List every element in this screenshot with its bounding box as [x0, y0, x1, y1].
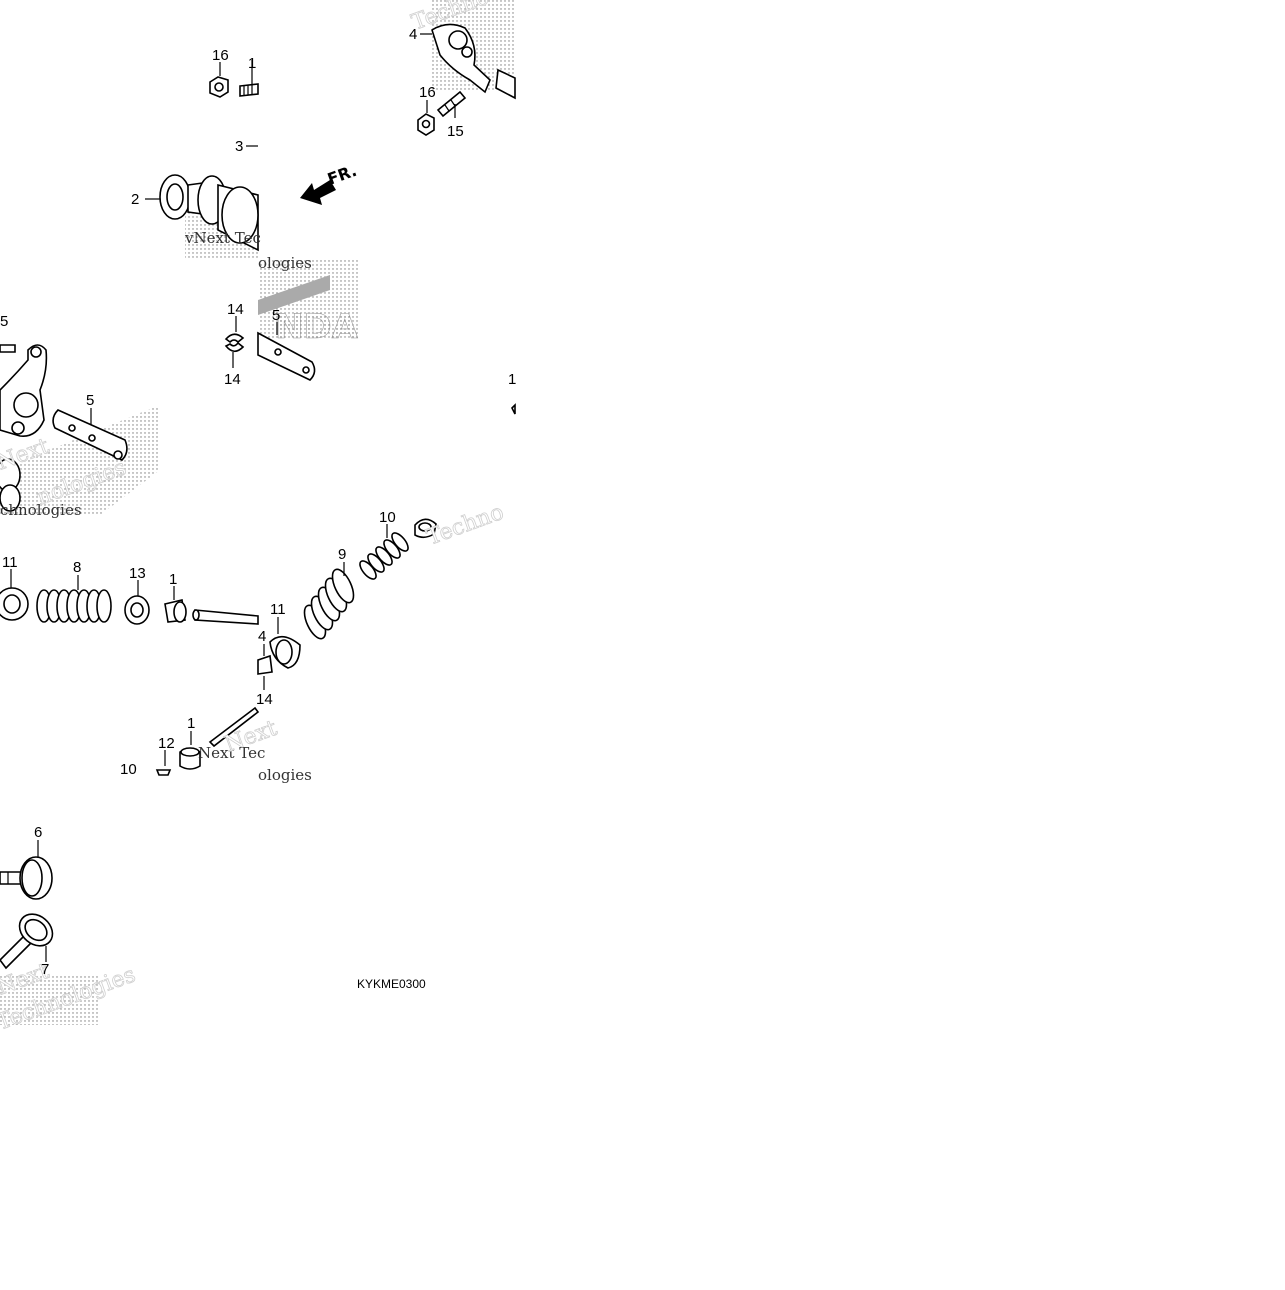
callout-6: 6	[34, 824, 42, 841]
front-label: FR.	[325, 161, 359, 189]
valve-spring-9	[303, 562, 355, 640]
valve-seal-1-lower	[179, 731, 201, 770]
rocker-shaft-5-center	[257, 322, 316, 381]
callout-5: 5	[0, 313, 8, 330]
callout-10: 10	[120, 761, 137, 778]
stipple-area	[0, 975, 100, 1025]
seat-12	[155, 750, 172, 776]
front-direction-arrow: FR.	[300, 161, 359, 205]
callout-5: 5	[86, 392, 94, 409]
callout-7: 7	[41, 961, 49, 978]
lower-left-bearings	[0, 458, 21, 512]
callout-1: 1	[508, 371, 516, 388]
callout-16: 16	[212, 47, 229, 64]
retainer-11-left	[0, 569, 29, 621]
callout-9: 9	[338, 546, 346, 563]
watermark-text: vNext Tec	[184, 229, 261, 247]
callout-1: 1	[169, 571, 177, 588]
retainer-11-center	[269, 617, 301, 669]
retainer-upper-right	[414, 518, 437, 539]
callout-10: 10	[379, 509, 396, 526]
valve-spring-8	[36, 575, 112, 623]
callout-13: 13	[129, 565, 146, 582]
spring-seat-13	[124, 580, 150, 625]
callout-1: 1	[248, 55, 256, 72]
nut-16	[209, 62, 229, 98]
watermark-text: ologies	[258, 254, 312, 272]
watermark-text: Techno	[424, 500, 508, 551]
callout-8: 8	[73, 559, 81, 576]
callout-12: 12	[158, 735, 175, 752]
callout-11: 11	[270, 601, 286, 618]
callout-14: 14	[227, 301, 244, 318]
drawing-code: KYKME0300	[357, 977, 426, 991]
watermark-text: ologies	[258, 766, 312, 784]
callout-11: 11	[2, 554, 18, 571]
exhaust-valve-7	[0, 913, 54, 970]
valve-spring-10-upper	[359, 524, 409, 580]
callout-2: 2	[131, 191, 139, 208]
callout-4: 4	[409, 26, 417, 43]
intake-valve-6	[0, 840, 53, 900]
valve-seal-1-row	[164, 586, 187, 623]
stipple-area	[0, 405, 160, 515]
valve-stem-guide	[192, 609, 259, 625]
brand-logo: NDA	[258, 275, 359, 347]
callout-14: 14	[256, 691, 273, 708]
callout-5: 5	[272, 307, 280, 324]
rocker-shaft-5-left	[52, 408, 128, 461]
callout-3: 3	[235, 138, 243, 155]
part-edge-fragment	[511, 403, 516, 415]
callout-16: 16	[419, 84, 436, 101]
camshaft-assembly	[145, 174, 259, 252]
watermark-text: chnologies	[0, 501, 82, 519]
nut-16-upper-right	[417, 100, 435, 136]
clip-14	[224, 316, 245, 368]
valve-stem-lower	[208, 706, 260, 748]
callout-4: 4	[258, 628, 266, 645]
stud-bolt	[239, 60, 259, 97]
rocker-arm-left	[0, 344, 48, 437]
rocker-arm-4-upper	[420, 23, 516, 100]
callout-14: 14	[224, 371, 241, 388]
brand-logo-text: NDA	[275, 307, 359, 347]
watermark-text: Next Tec	[198, 744, 265, 762]
callout-15: 15	[447, 123, 464, 140]
cotter-4-center	[257, 644, 273, 690]
stud-15	[436, 90, 467, 118]
callout-1: 1	[187, 715, 195, 732]
